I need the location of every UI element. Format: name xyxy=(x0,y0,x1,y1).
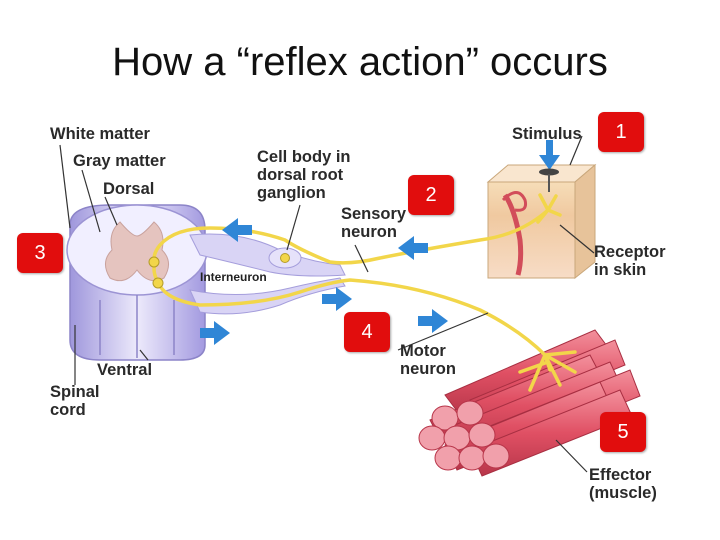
step-badge-3: 3 xyxy=(17,233,63,273)
step-badge-2: 2 xyxy=(408,175,454,215)
interneuron-body xyxy=(148,256,160,268)
label-ventral: Ventral xyxy=(97,361,153,379)
label-effector-line1: Effector xyxy=(589,466,652,484)
label-motor-line2: neuron xyxy=(400,360,456,378)
label-receptor: Receptor in skin xyxy=(594,243,666,279)
label-motor-line1: Motor xyxy=(400,342,446,360)
label-gray-matter: Gray matter xyxy=(73,152,166,170)
label-effector: Effector (muscle) xyxy=(589,466,657,502)
label-receptor-line1: Receptor xyxy=(594,243,666,261)
label-sensory-line1: Sensory xyxy=(341,205,407,223)
page-title: How a “reflex action” occurs xyxy=(112,40,608,84)
step-badge-4: 4 xyxy=(344,312,390,352)
step-badge-5: 5 xyxy=(600,412,646,452)
label-spinal-cord: Spinal cord xyxy=(50,383,100,419)
label-dorsal: Dorsal xyxy=(103,180,155,198)
label-cell-body-line2: dorsal root xyxy=(257,166,344,184)
label-cell-body: Cell body in dorsal root ganglion xyxy=(257,148,351,202)
ganglion-cell-body xyxy=(280,253,290,263)
label-sensory-line2: neuron xyxy=(341,223,397,241)
spinal-cord xyxy=(66,204,208,361)
label-motor-neuron: Motor neuron xyxy=(400,342,456,378)
motor-neuron-body xyxy=(152,277,164,289)
label-effector-line2: (muscle) xyxy=(589,484,657,502)
label-receptor-line2: in skin xyxy=(594,261,647,279)
step-badge-1: 1 xyxy=(598,112,644,152)
skin-block xyxy=(486,163,597,280)
label-spinal-line1: Spinal xyxy=(50,383,100,401)
label-spinal-line2: cord xyxy=(50,401,86,419)
leader-lines xyxy=(59,135,595,473)
muscle-bundle xyxy=(418,329,641,477)
label-cell-body-line1: Cell body in xyxy=(257,148,351,166)
label-white-matter: White matter xyxy=(50,125,150,143)
label-cell-body-line3: ganglion xyxy=(257,184,326,202)
label-sensory-neuron: Sensory neuron xyxy=(341,205,406,241)
direction-arrows xyxy=(200,218,448,345)
stimulus-arrow xyxy=(539,140,560,192)
label-interneuron: Interneuron xyxy=(200,270,267,284)
sensory-neuron xyxy=(152,193,562,265)
label-stimulus: Stimulus xyxy=(512,125,582,143)
motor-neuron xyxy=(156,278,577,392)
